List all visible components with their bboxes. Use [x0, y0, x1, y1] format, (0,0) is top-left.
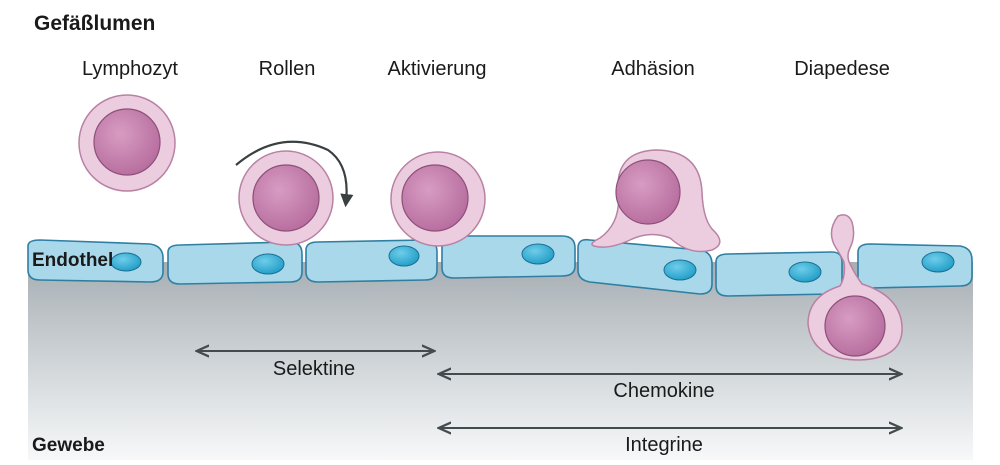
endothelium-label: Endothel [32, 250, 113, 272]
endothelial-nucleus [664, 260, 696, 280]
integrins-label: Integrine [625, 434, 703, 457]
tissue-label: Gewebe [32, 435, 105, 457]
stage-label-lymphocyte: Lymphozyt [82, 58, 178, 81]
lymphocyte-nucleus [825, 296, 885, 356]
selectins-label: Selektine [273, 358, 355, 381]
lymphocyte-rolling [239, 151, 333, 245]
endothelial-nucleus [111, 253, 141, 271]
lymphocyte-nucleus [402, 165, 468, 231]
endothelial-nucleus [389, 246, 419, 266]
lymphocyte-nucleus [616, 160, 680, 224]
endothelial-nucleus [789, 262, 821, 282]
endothelial-nucleus [922, 252, 954, 272]
lymphocyte-nucleus [94, 109, 160, 175]
endothelial-cell [858, 244, 972, 288]
lymphocyte-nucleus [253, 165, 319, 231]
lymphocyte-free [79, 95, 175, 191]
chemokines-label: Chemokine [613, 380, 714, 403]
endothelial-cell [442, 236, 575, 278]
stage-label-adhesion: Adhäsion [611, 58, 694, 81]
endothelial-cell [716, 252, 842, 296]
endothelial-nucleus [252, 254, 284, 274]
lymphocyte-activation [391, 152, 485, 246]
stage-label-rolling: Rollen [259, 58, 316, 81]
vessel-lumen-title: Gefäßlumen [34, 12, 155, 36]
lymphocyte-adhesion [592, 150, 720, 252]
endothelial-nucleus [522, 244, 554, 264]
stage-label-activation: Aktivierung [388, 58, 487, 81]
stage-label-diapedesis: Diapedese [794, 58, 890, 81]
